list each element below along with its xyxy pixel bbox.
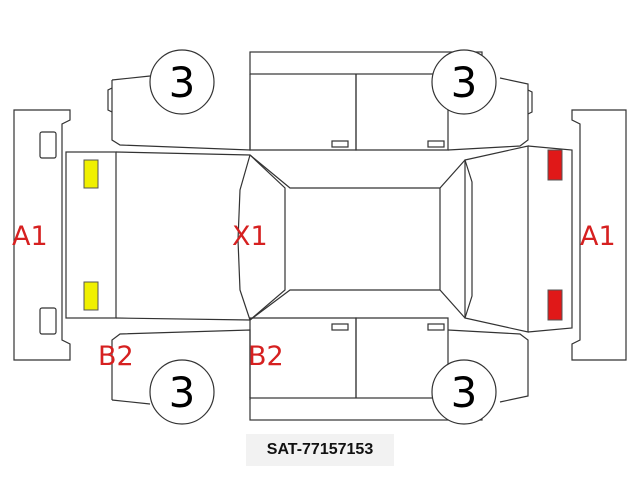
wheel-rear-left-score: 3 [451,58,478,107]
pillar-damage-code: B2 [248,341,284,372]
body-top-view [65,145,573,333]
front-lamp-upper [83,159,99,189]
wheel-front-right-score: 3 [169,368,196,417]
rear-bumper-damage-code: A1 [580,221,616,252]
wheel-rear-right: 3 [431,359,497,425]
rear-lamp-upper [547,149,563,181]
upper-side-body [107,51,533,151]
wheel-rear-left: 3 [431,49,497,115]
front-bumper [13,109,71,361]
wheel-front-left: 3 [149,49,215,115]
rear-bumper [571,109,627,361]
wheel-front-left-score: 3 [169,58,196,107]
stock-number-caption: SAT-77157153 [246,434,394,466]
front-lamp-lower [83,281,99,311]
rear-lamp-lower [547,289,563,321]
front-bumper-damage-code: A1 [12,221,48,252]
wheel-rear-right-score: 3 [451,368,478,417]
left-sill-damage-code: B2 [98,341,134,372]
wheel-front-right: 3 [149,359,215,425]
roof-damage-code: X1 [232,221,268,252]
